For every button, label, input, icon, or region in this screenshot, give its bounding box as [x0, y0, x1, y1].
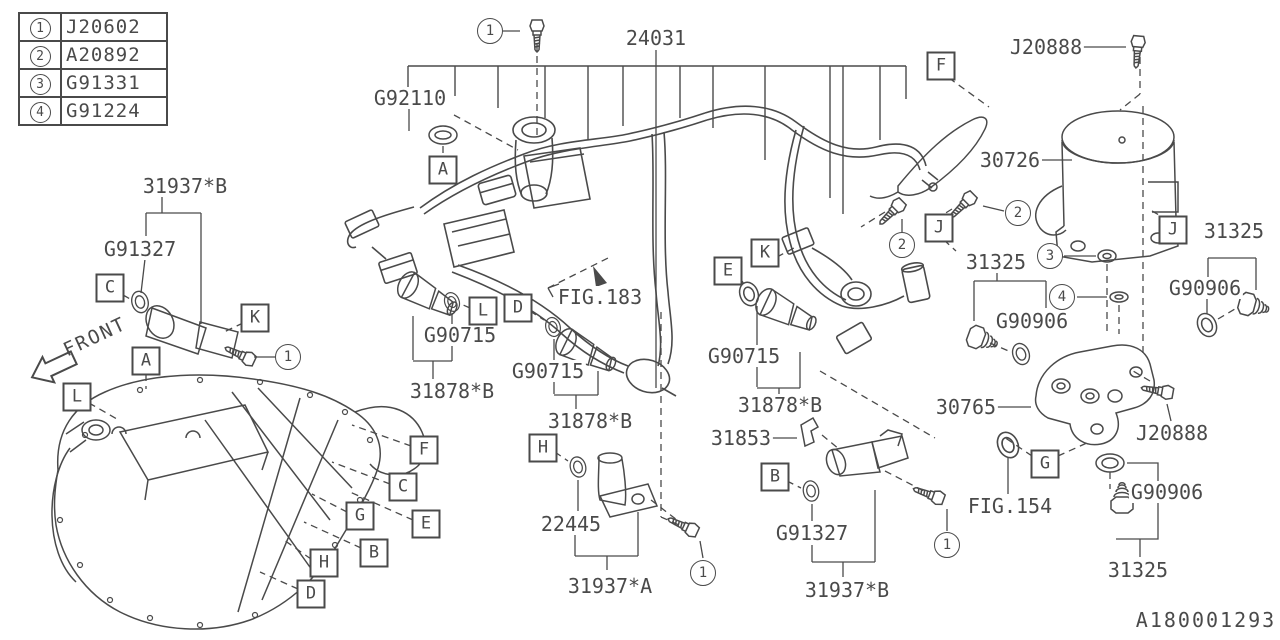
legend-ref-cell: 4: [18, 96, 62, 126]
circled-ref-1: 1: [275, 344, 301, 370]
legend-ref-cell: 3: [18, 68, 62, 98]
boxed-letter-d: D: [296, 579, 326, 609]
sensor-22445: [597, 452, 659, 518]
boxed-letter-l: L: [62, 382, 92, 412]
legend-ref-circle: 3: [29, 73, 51, 95]
ring-g92110: [428, 125, 458, 145]
part-label-31325: 31325: [963, 250, 1029, 274]
boxed-letter-a: A: [131, 346, 161, 376]
part-label-fig-183: FIG.183: [555, 285, 645, 309]
circled-ref-2: 2: [889, 232, 915, 258]
fig183-arrows: [547, 266, 607, 298]
legend-ref-circle: 1: [29, 17, 51, 39]
boxed-letter-j: J: [1158, 215, 1188, 245]
part-label-22445: 22445: [538, 512, 604, 536]
boxed-letter-h: H: [309, 548, 339, 578]
boxed-letter-h: H: [528, 433, 558, 463]
boxed-letter-e: E: [713, 256, 743, 286]
part-label-31878-b: 31878*B: [545, 409, 635, 433]
circled-ref-3: 3: [1037, 243, 1063, 269]
part-label-24031: 24031: [623, 26, 689, 50]
part-label-g92110: G92110: [371, 86, 449, 110]
legend-row: 2 A20892: [18, 40, 168, 70]
part-label-g91327: G91327: [773, 521, 851, 545]
boxed-letter-d: D: [503, 293, 533, 323]
legend-ref-cell: 1: [18, 12, 62, 42]
part-label-g91327: G91327: [101, 237, 179, 261]
part-label-g90906: G90906: [1166, 276, 1244, 300]
part-label-g90906: G90906: [1128, 480, 1206, 504]
part-label-g90715: G90715: [421, 323, 499, 347]
part-label-j20888: J20888: [1133, 421, 1211, 445]
sensor-31937b-left: [145, 305, 239, 359]
legend-part-cell: G91331: [60, 68, 168, 98]
boxed-letter-c: C: [95, 273, 125, 303]
part-label-31853: 31853: [708, 426, 774, 450]
boxed-letter-k: K: [750, 238, 780, 268]
ring-3: [1097, 249, 1117, 263]
circled-ref-1: 1: [934, 532, 960, 558]
clip-31853: [800, 416, 820, 448]
circled-ref-2: 2: [1005, 200, 1031, 226]
harness-comb-bracket: [407, 65, 907, 214]
seal-4: [1109, 291, 1129, 303]
part-label-g90715: G90715: [705, 344, 783, 368]
boxed-letter-f: F: [409, 435, 439, 465]
part-label-30726: 30726: [977, 148, 1043, 172]
part-label-31878-b: 31878*B: [735, 393, 825, 417]
circled-ref-1: 1: [477, 18, 503, 44]
legend-ref-circle: 2: [29, 45, 51, 67]
legend-part-cell: J20602: [60, 12, 168, 42]
boxed-letter-g: G: [1030, 449, 1060, 479]
front-arrow: [30, 350, 79, 384]
part-label-31937-a: 31937*A: [565, 574, 655, 598]
fastener-legend-table: 1 J20602 2 A20892 3 G91331 4 G91224: [18, 12, 168, 126]
legend-row: 3 G91331: [18, 68, 168, 98]
boxed-letter-b: B: [760, 462, 790, 492]
bracket-30765: [1034, 344, 1156, 446]
boxed-letter-l: L: [468, 296, 498, 326]
part-label-31937-b: 31937*B: [802, 578, 892, 602]
part-label-j20888: J20888: [1007, 35, 1085, 59]
leader-lines-solid: [140, 30, 1257, 577]
part-label-31937-b: 31937*B: [140, 174, 230, 198]
legend-part-cell: A20892: [60, 40, 168, 70]
diagram-doc-number: A180001293: [1135, 608, 1277, 632]
circled-ref-4: 4: [1049, 284, 1075, 310]
wiring-harness-24031: [344, 105, 931, 397]
boxed-letter-j: J: [924, 213, 954, 243]
part-label-31878-b: 31878*B: [407, 379, 497, 403]
boxed-letter-g: G: [345, 501, 375, 531]
legend-ref-cell: 2: [18, 40, 62, 70]
harness-bracket-part-f: [869, 116, 988, 199]
boxed-letter-b: B: [359, 538, 389, 568]
sensor-31937b-right: [825, 429, 909, 477]
part-label-30765: 30765: [933, 395, 999, 419]
legend-ref-circle: 4: [29, 101, 51, 123]
boxed-letter-k: K: [240, 303, 270, 333]
part-label-31325: 31325: [1105, 558, 1171, 582]
part-label-g90906: G90906: [993, 309, 1071, 333]
boxed-letter-a: A: [428, 155, 458, 185]
part-label-31325: 31325: [1201, 219, 1267, 243]
part-label-g90715: G90715: [509, 359, 587, 383]
legend-part-cell: G91224: [60, 96, 168, 126]
sensor-parts: [128, 19, 1273, 540]
motor-30726: [1035, 110, 1179, 263]
part-label-fig-154: FIG.154: [965, 494, 1055, 518]
legend-row: 1 J20602: [18, 12, 168, 42]
boxed-letter-f: F: [926, 51, 956, 81]
boxed-letter-c: C: [388, 472, 418, 502]
boxed-letter-e: E: [411, 509, 441, 539]
circled-ref-1: 1: [690, 560, 716, 586]
legend-row: 4 G91224: [18, 96, 168, 126]
